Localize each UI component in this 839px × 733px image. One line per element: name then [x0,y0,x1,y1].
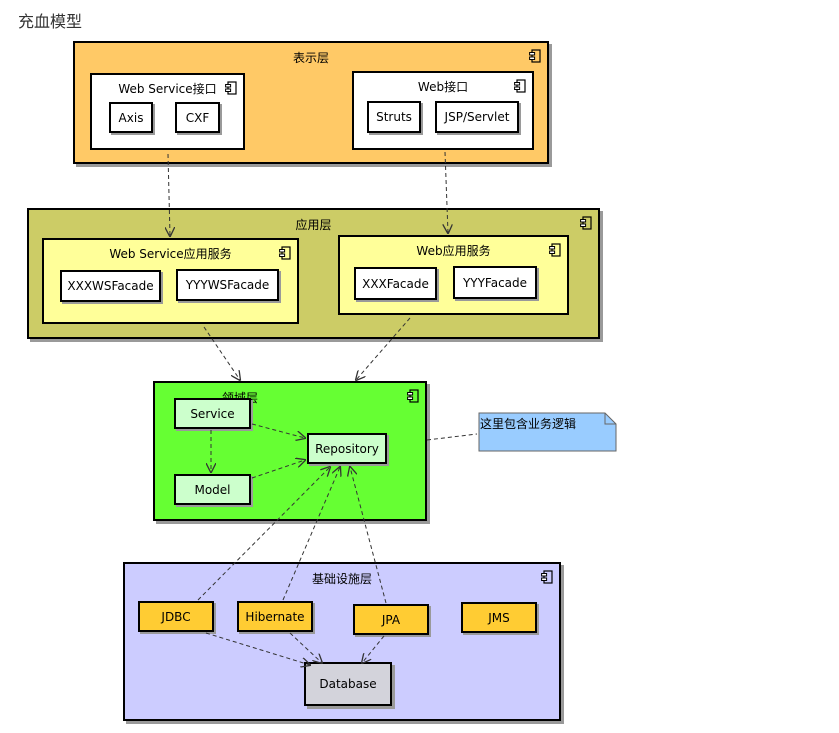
service-component: Service [174,398,251,429]
arrow-webservice-interface-to-app [168,153,170,236]
hibernate-component: Hibernate [237,601,313,632]
component-icon [549,243,561,257]
web-application-title: Web应用服务 [416,244,491,258]
arrow-jdbc-to-repository [197,467,330,601]
arrow-hibernate-to-repository [282,467,340,601]
jsp-servlet-component: JSP/Servlet [435,101,519,133]
component-icon [514,79,526,93]
arrow-jdbc-to-database [205,632,310,665]
database-component: Database [304,662,392,706]
note-text: 这里包含业务逻辑 [480,417,577,431]
component-icon [541,570,553,584]
jpa-component: JPA [353,604,429,635]
arrow-jpa-to-database [362,635,385,663]
component-icon [407,389,419,403]
web-service-interface-title: Web Service接口 [118,82,217,96]
arrow-jpa-to-repository [350,467,387,604]
web-interface-title: Web接口 [417,80,469,94]
axis-component: Axis [109,102,153,133]
page-title: 充血模型 [18,12,83,31]
component-icon [225,81,237,95]
yyyfacade-component: YYYFacade [453,266,537,299]
xxxfacade-component: XXXFacade [354,267,437,300]
xxxwsfacade-component: XXXWSFacade [60,270,161,302]
component-icon [529,49,541,63]
repository-component: Repository [307,433,387,464]
cxf-component: CXF [175,102,220,133]
arrow-model-to-repository [251,460,305,479]
note-shape [478,412,617,452]
struts-component: Struts [367,101,421,133]
arrow-hibernate-to-database [289,632,322,663]
arrow-wsapp-to-domain [203,326,240,380]
model-component: Model [174,474,251,505]
component-icon [580,216,592,230]
note-connector [426,433,478,441]
jdbc-component: JDBC [138,601,214,632]
infrastructure-layer-title: 基础设施层 [311,572,372,586]
web-service-application-title: Web Service应用服务 [109,247,232,261]
component-icon [279,246,291,260]
arrow-web-interface-to-app [445,151,448,233]
presentation-layer-title: 表示层 [292,51,329,65]
arrow-service-to-repository [251,423,305,438]
jms-component: JMS [461,602,537,633]
yyywsfacade-component: YYYWSFacade [176,269,279,301]
application-layer-title: 应用层 [295,218,332,232]
arrow-webapp-to-domain [356,317,411,380]
